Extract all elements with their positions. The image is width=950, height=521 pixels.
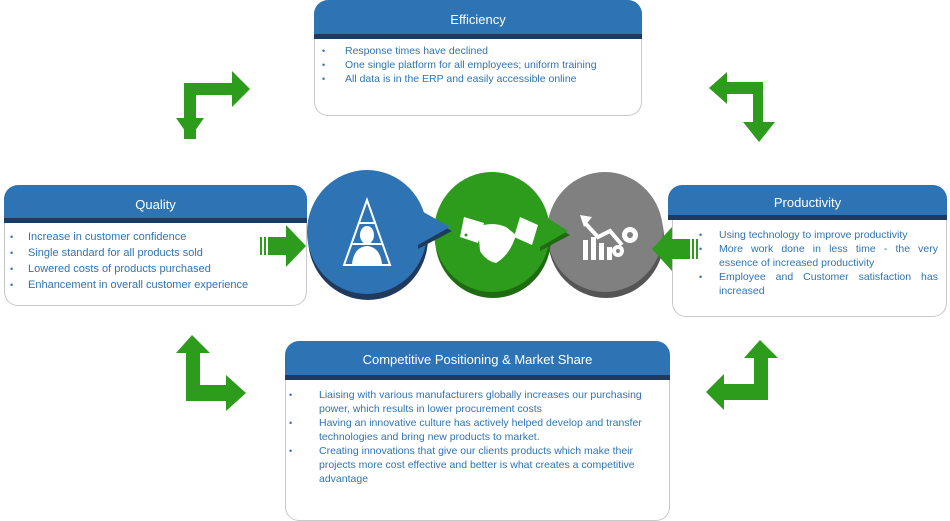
bullet: • [699, 244, 703, 254]
efficiency-card: Efficiency • Response times have declined… [314, 0, 642, 116]
efficiency-title: Efficiency [314, 0, 642, 34]
bullet: • [699, 272, 703, 282]
bullet: • [322, 60, 326, 70]
bullet: • [289, 446, 293, 456]
competitive-body: • Liaising with various manufacturers glo… [285, 380, 670, 521]
competitive-card: Competitive Positioning & Market Share •… [285, 341, 670, 521]
bullet: • [10, 264, 14, 274]
item-text: Enhancement in overall customer experien… [28, 279, 249, 291]
bullet: • [289, 390, 293, 400]
bullet: • [10, 280, 14, 290]
arrow-left-icon [652, 227, 698, 271]
bullet: • [10, 248, 14, 258]
arrow-right-icon [260, 225, 306, 267]
item-text: All data is in the ERP and easily access… [345, 73, 577, 85]
item-text: Employee and Customer satisfaction has i… [719, 271, 938, 297]
list-item: • Using technology to improve productivit… [699, 228, 938, 242]
arrow-top-left-icon [176, 71, 250, 139]
list-item: • Liaising with various manufacturers glo… [289, 388, 651, 416]
handshake-icon [460, 217, 538, 263]
quality-card: Quality • Increase in customer confidence… [4, 185, 307, 306]
efficiency-list: • Response times have declined • One singl… [315, 39, 641, 86]
productivity-title: Productivity [668, 185, 947, 215]
bullet: • [10, 232, 14, 242]
bullet: • [322, 74, 326, 84]
item-text: Lowered costs of products purchased [28, 263, 211, 275]
productivity-card: Productivity • Using technology to improv… [668, 185, 947, 317]
list-item: • One single platform for all employees; … [322, 58, 633, 72]
list-item: • Enhancement in overall customer experie… [10, 277, 298, 293]
header-band [668, 215, 947, 220]
list-item: • Lowered costs of products purchased [10, 261, 298, 277]
productivity-list: • Using technology to improve productivit… [673, 220, 946, 298]
bullet: • [289, 418, 293, 428]
list-item: • All data is in the ERP and easily acces… [322, 72, 633, 86]
competitive-list: • Liaising with various manufacturers glo… [286, 380, 669, 486]
item-text: Single standard for all products sold [28, 247, 203, 259]
item-text: One single platform for all employees; u… [345, 59, 597, 71]
item-text: Liaising with various manufacturers glob… [319, 389, 642, 415]
header-band [314, 34, 642, 39]
growth-chart-gears-icon [580, 215, 638, 260]
efficiency-body: • Response times have declined • One singl… [314, 39, 642, 116]
item-text: Increase in customer confidence [28, 231, 187, 243]
productivity-body: • Using technology to improve productivit… [672, 220, 947, 317]
quality-list: • Increase in customer confidence • Single… [5, 223, 306, 293]
list-item: • Single standard for all products sold [10, 245, 298, 261]
arrow-top-right-icon [709, 72, 775, 142]
item-text: More work done in less time - the very e… [719, 243, 938, 269]
header-band [4, 218, 307, 223]
quality-title: Quality [4, 185, 307, 218]
list-item: • Increase in customer confidence [10, 229, 298, 245]
item-text: Using technology to improve productivity [719, 229, 908, 241]
list-item: • Having an innovative culture has active… [289, 416, 651, 444]
bullet: • [322, 46, 326, 56]
list-item: • Employee and Customer satisfaction has … [699, 270, 938, 298]
list-item: • Creating innovations that give our clie… [289, 444, 651, 486]
quality-body: • Increase in customer confidence • Single… [4, 223, 307, 306]
pyramid-person-icon [342, 197, 392, 266]
arrow-bottom-left-icon [176, 335, 246, 411]
center-circles [307, 170, 664, 300]
list-item: • Response times have declined [322, 44, 633, 58]
arrow-bottom-right-icon [706, 340, 778, 410]
bullet: • [699, 230, 703, 240]
list-item: • More work done in less time - the very … [699, 242, 938, 270]
item-text: Response times have declined [345, 45, 489, 57]
competitive-title: Competitive Positioning & Market Share [285, 341, 670, 375]
header-band [285, 375, 670, 380]
item-text: Creating innovations that give our clien… [319, 445, 635, 485]
item-text: Having an innovative culture has activel… [319, 417, 642, 443]
